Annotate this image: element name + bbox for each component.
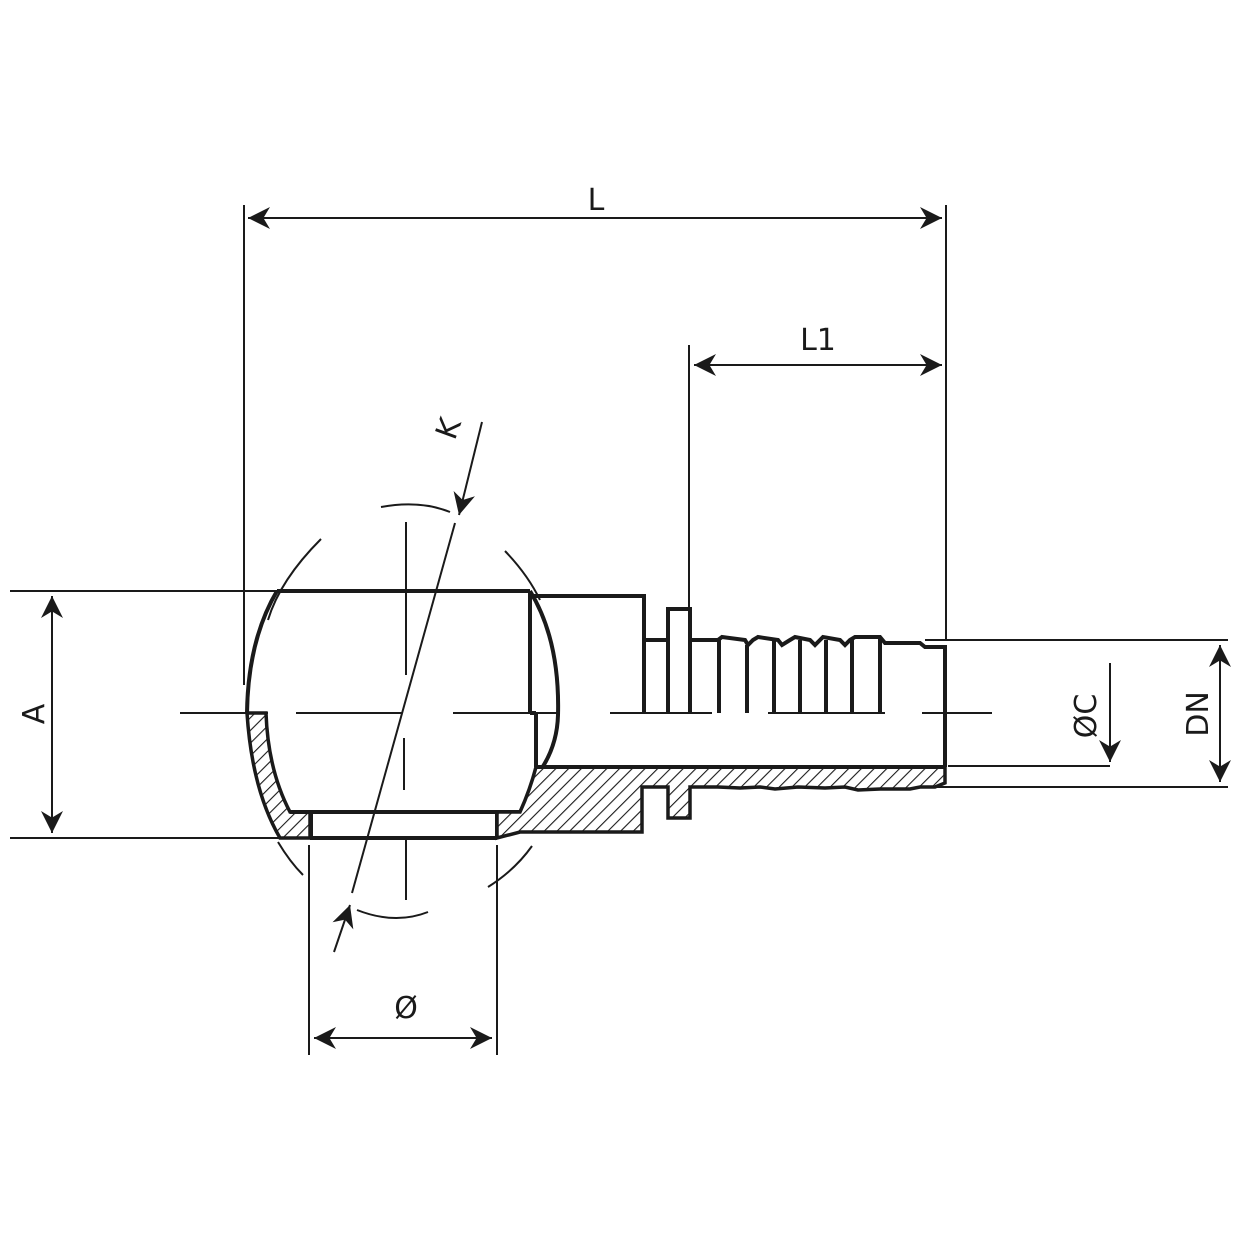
banjo-outer-right: [528, 589, 561, 782]
label-L: L: [588, 183, 605, 218]
sphere-arc-lower-right: [487, 845, 533, 888]
label-C-diameter: ØC: [1069, 694, 1104, 739]
stem-collar: [666, 607, 692, 713]
dimension-bore-diameter: Ø: [308, 845, 498, 1055]
sphere-arc-upper-left: [267, 538, 322, 621]
banjo-outer-left-top: [245, 589, 279, 714]
dimension-A: A: [10, 590, 290, 839]
sphere-arc-lower-left: [277, 841, 304, 876]
label-bore-diameter: Ø: [394, 991, 418, 1026]
stem-exterior: [530, 594, 947, 769]
diagonal-K: [351, 522, 456, 894]
banjo-eye: [245, 589, 561, 840]
sphere-arc-bottom: [356, 909, 429, 920]
dimension-L: L: [243, 183, 947, 685]
stem-hatched-section: [495, 765, 947, 841]
sphere-arc-top: [380, 503, 451, 513]
leader-K-bottom: [332, 904, 354, 953]
label-DN: DN: [1181, 691, 1216, 737]
label-A: A: [17, 703, 52, 724]
banjo-left-wall-section: [245, 711, 312, 840]
stem-shoulder: [530, 594, 668, 642]
stem-section: [495, 765, 947, 841]
dimension-L1: L1: [688, 323, 942, 610]
centerlines: [180, 522, 992, 900]
label-K: K: [429, 412, 469, 444]
label-L1: L1: [800, 323, 836, 358]
leader-K-top: [453, 421, 483, 516]
stem-barbs-profile: [690, 634, 947, 767]
dimension-C-and-DN: ØC DN: [925, 639, 1231, 788]
